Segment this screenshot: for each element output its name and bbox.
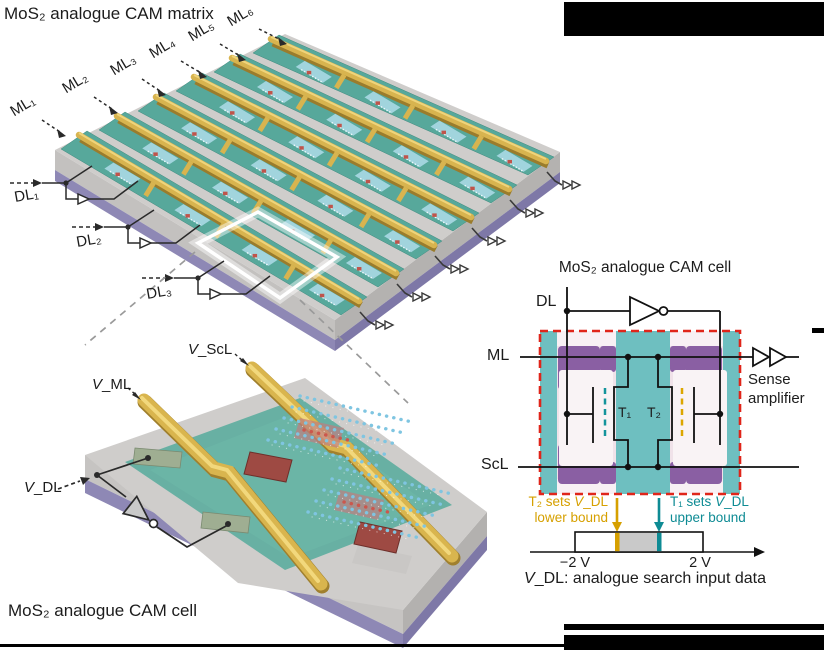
axis-max-label: 2 V (689, 555, 711, 571)
scl-line-label: ScL (481, 456, 509, 473)
highlighted-cell-box (188, 206, 347, 305)
inverter-icon (629, 295, 662, 327)
v-ml-label: V_ML (92, 376, 132, 393)
matrix-purple-edge-left (55, 170, 335, 351)
upper-bound-marker (657, 532, 662, 552)
matrix-rows (60, 34, 582, 331)
cell-purple-edge-right (403, 536, 487, 648)
sense-amplifier-icon (752, 346, 788, 368)
cell-side-right (403, 512, 487, 634)
sense-amplifier-label: Sense amplifier (748, 371, 805, 407)
dl3-wire (142, 260, 271, 301)
cell-caption: MoS₂ analogue CAM cell (8, 601, 197, 620)
cell-contact-pad-1 (132, 447, 183, 469)
schematic-title: MoS₂ analogue CAM cell (558, 259, 732, 276)
ml-arrows (41, 28, 287, 138)
match-window (619, 533, 657, 551)
cell-red-pad-2 (353, 521, 403, 554)
matrix-chip (55, 34, 582, 351)
t1-label: T₁ (618, 404, 632, 420)
dl1-wire (10, 165, 139, 206)
v-scl-label: V_ScL (188, 341, 233, 358)
micrograph (540, 331, 740, 494)
dl3-inverter-icon (209, 287, 223, 301)
axis-arrow-icon (754, 547, 765, 557)
junction-dots (563, 307, 724, 471)
ml-line-label: ML (487, 347, 510, 364)
cell-pointer-arrows (127, 353, 249, 400)
upper-bound-label: T₁ sets V_DL upper bound (670, 494, 749, 525)
transistor-t2-symbol (657, 357, 673, 467)
bottom-rule (0, 644, 824, 647)
axis-min-label: −2 V (559, 555, 591, 571)
cell-red-pad-1 (243, 451, 293, 483)
matrix-side-right (335, 152, 560, 340)
black-bar-bottom-right (564, 635, 824, 650)
schematic (518, 287, 799, 557)
mos2-flakes (266, 394, 454, 541)
dl2-inverter-icon (139, 236, 153, 250)
v-dl-label: V_DL (24, 479, 62, 496)
cell-boundary-dashed-box (538, 329, 742, 496)
transistor-t1-symbol (613, 357, 629, 467)
black-bar-bottom-thin (564, 624, 824, 630)
dl1-inverter-icon (77, 192, 91, 206)
dl2-wire (72, 209, 201, 250)
dl-line-label: DL (536, 293, 557, 310)
black-bar-top-right (564, 2, 824, 36)
matrix-side-left (55, 150, 335, 340)
zoom-connector-lines (84, 251, 409, 404)
dl-wires (10, 165, 271, 301)
t2-label: T₂ (647, 404, 661, 420)
cell-3d (57, 353, 487, 648)
lower-bound-marker (615, 532, 620, 552)
lower-bound-label: T₂ sets V_DL lower bound (528, 494, 608, 525)
vdl-caption: V_DL: analogue search input data (524, 570, 766, 587)
matrix-title: MoS₂ analogue CAM matrix (4, 4, 214, 23)
upper-bound-arrow-icon (654, 522, 664, 532)
cell-inverter-icon (121, 494, 151, 522)
cell-gold-ml-electrode (137, 393, 330, 594)
black-tick-right-edge (812, 328, 824, 333)
cell-wires (57, 455, 231, 548)
bound-diagram (530, 498, 765, 557)
matrix-purple-edge-right (335, 172, 560, 351)
lower-bound-arrow-icon (612, 522, 622, 532)
